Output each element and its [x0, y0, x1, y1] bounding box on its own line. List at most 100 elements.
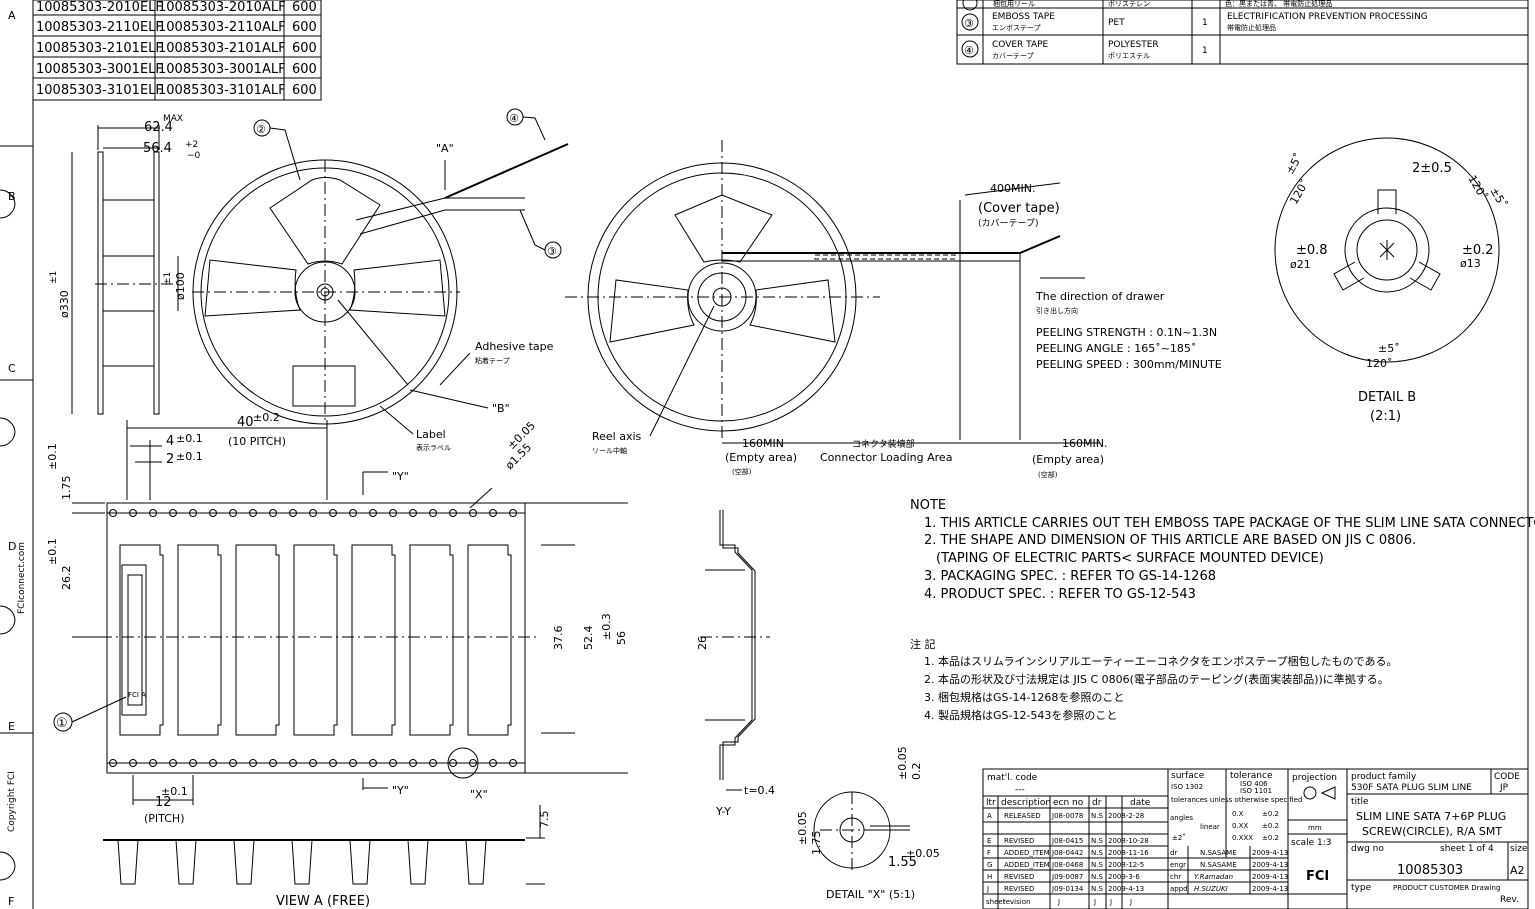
rev-3-ecn: J08-0468	[1051, 861, 1083, 869]
sheet-row-3: J	[1093, 898, 1096, 906]
lin-0-x: 0.X	[1232, 810, 1244, 818]
projection-symbol-icon	[1303, 786, 1317, 800]
dim-56-4-tol-plus: +2	[185, 140, 198, 150]
part-row-4-qty: 600	[292, 83, 317, 98]
revision-table: ltr description ecn no dr date A RELEASE…	[983, 796, 1347, 909]
rev-h-dr: dr	[1092, 798, 1102, 808]
peel-speed: PEELING SPEED : 300mm/MINUTE	[1036, 358, 1222, 371]
detail-x-label: DETAIL "X" (5:1)	[826, 888, 915, 901]
detail-b-angle-left: 120˚	[1287, 177, 1312, 206]
type-value: PRODUCT CUSTOMER Drawing	[1393, 884, 1500, 892]
reel-unroll-view: 400MIN. (Cover tape) (カバーテープ) The direct…	[565, 140, 1222, 479]
rev-2-ecn: J08-0442	[1051, 849, 1083, 857]
matl-code-label: mat'l. code	[987, 773, 1038, 783]
rev-2-ltr: F	[987, 849, 991, 857]
min-400-label: 400MIN.	[990, 182, 1035, 195]
lin-2-x: 0.XXX	[1232, 834, 1253, 842]
mat-row-0-name: EMBOSS TAPE	[992, 12, 1055, 22]
rev-1-ltr: E	[987, 837, 991, 845]
zone-e: E	[8, 720, 15, 733]
callout-2: ②	[256, 123, 266, 136]
surface-iso: ISO 1302	[1171, 783, 1203, 791]
signer-0-date: 2009-4-13	[1252, 849, 1288, 857]
dim-330-tol: ±1	[49, 271, 59, 284]
sheet-of: sheet 1 of 4	[1440, 844, 1494, 854]
dim-10-pitch: (10 PITCH)	[228, 435, 286, 448]
dim-40: 40	[237, 415, 254, 430]
lin-1-x: 0.XX	[1232, 822, 1248, 830]
sheet-row-4: J	[1109, 898, 1112, 906]
signer-1-role: engr	[1170, 861, 1186, 869]
reel-side-view: 62.4 MAX 56.4 +2 −0 ø330 ±1 ø100 ±1	[49, 114, 201, 415]
empty-area-a: (Empty area)	[725, 451, 797, 464]
punch-hole-1	[0, 189, 16, 219]
rev-h-desc: description	[1001, 798, 1051, 808]
side-copyright: Copyright FCI	[7, 771, 17, 832]
punch-hole-4	[0, 851, 16, 881]
part-row-1-qty: 600	[292, 20, 317, 35]
lin-0-tol: ±0.2	[1262, 810, 1279, 818]
size-label: size	[1510, 844, 1528, 854]
rev-5-ltr: J	[986, 885, 989, 893]
rev-2-date: 2008-11-16	[1108, 849, 1149, 857]
sheet-row-5: J	[1129, 898, 1132, 906]
zone-b: B	[8, 190, 16, 203]
tolerance-label: tolerance	[1230, 771, 1273, 781]
rev-5-ecn: J09-0134	[1051, 885, 1084, 893]
dim-52-4-tol: ±0.3	[600, 613, 613, 640]
section-thickness: t=0.4	[744, 784, 775, 797]
fci-mark: FCI A	[128, 691, 146, 699]
rev-h-ecn: ecn no	[1053, 798, 1084, 808]
sprocket-holes-top	[109, 509, 517, 517]
reel-axis-label: Reel axis	[592, 430, 642, 443]
part-row-1-a: 10085303-2110ELF	[36, 20, 163, 35]
rev-3-ltr: G	[987, 861, 992, 869]
view-a-dim: 7.5	[538, 811, 551, 829]
mat-row-0-name-jp: エンボステープ	[992, 24, 1041, 32]
title-line-2: SCREW(CIRCLE), R/A SMT	[1362, 825, 1502, 838]
surface-label: surface	[1171, 771, 1205, 781]
section-y-y: 26 t=0.4 Y-Y	[696, 510, 775, 818]
detail-b-angle-right: 120˚	[1465, 173, 1490, 202]
side-url: FCIconnect.com	[17, 542, 27, 614]
rev-2-desc: ADDED_ITEM	[1004, 849, 1050, 857]
detail-b: ±5˚ 120˚ 2±0.5 120˚ ±5˚ ±0.8 ø21 ±0.2 ø1…	[1274, 137, 1510, 424]
mat-top-note: 色：黒または青、 帯電防止処理品	[1225, 0, 1332, 8]
size-value: A2	[1510, 864, 1525, 877]
rev-5-date: 2009-4-13	[1108, 885, 1144, 893]
section-y-top: "Y"	[392, 470, 409, 483]
angles-label: angles	[1170, 814, 1193, 822]
signer-1-name: N.SASAME	[1200, 861, 1237, 869]
signer-2-role: chr	[1170, 873, 1181, 881]
note-1-jp: 1. 本品はスリムラインシリアルエーティーエーコネクタをエンボステープ梱包したも…	[924, 654, 1397, 668]
mat-row-1-qty: 1	[1202, 46, 1208, 56]
mat-row-0-material: PET	[1108, 18, 1125, 28]
cover-tape-label: (Cover tape)	[978, 201, 1060, 216]
view-a-label: VIEW A (FREE)	[276, 894, 370, 909]
min-160-a: 160MIN	[742, 437, 784, 450]
dim-330: ø330	[58, 290, 71, 318]
tape-top-view: 40 ±0.2 (10 PITCH) 4 ±0.1 2 ±0.1 1.75 ±0…	[46, 411, 628, 825]
product-family-value: 530F SATA PLUG SLIM LINE	[1351, 783, 1472, 793]
dim-52-4: 52.4	[582, 626, 595, 651]
callout-4: ④	[509, 112, 519, 125]
callout-3: ③	[547, 245, 557, 258]
dim-56-4: 56.4	[143, 141, 172, 156]
dim-26-2: 26.2	[60, 566, 73, 591]
signer-3-date: 2009-4-13	[1252, 885, 1288, 893]
note-3-jp: 3. 梱包規格はGS-14-1268を参照のこと	[924, 690, 1124, 704]
rev-4-date: 2009-3-6	[1108, 873, 1140, 881]
mat-row-1-no: ④	[964, 44, 974, 57]
unit-label: mm	[1308, 824, 1322, 832]
view-b-label: "B"	[492, 402, 510, 415]
rev-0-dr: N.S	[1091, 812, 1103, 820]
mat-row-0-note: ELECTRIFICATION PREVENTION PROCESSING	[1227, 12, 1428, 22]
signer-3-role: appd	[1170, 885, 1188, 893]
dwg-no-label: dwg no	[1351, 844, 1384, 854]
rev-3-desc: ADDED_ITEM	[1004, 861, 1050, 869]
dim-56: 56	[615, 631, 628, 645]
dim-37-6: 37.6	[552, 626, 565, 651]
tolerance-unless: tolerances unless otherwise specified	[1171, 796, 1302, 804]
rev-4-dr: N.S	[1091, 873, 1103, 881]
part-row-0-b: 10085303-2010ALF	[158, 0, 286, 15]
